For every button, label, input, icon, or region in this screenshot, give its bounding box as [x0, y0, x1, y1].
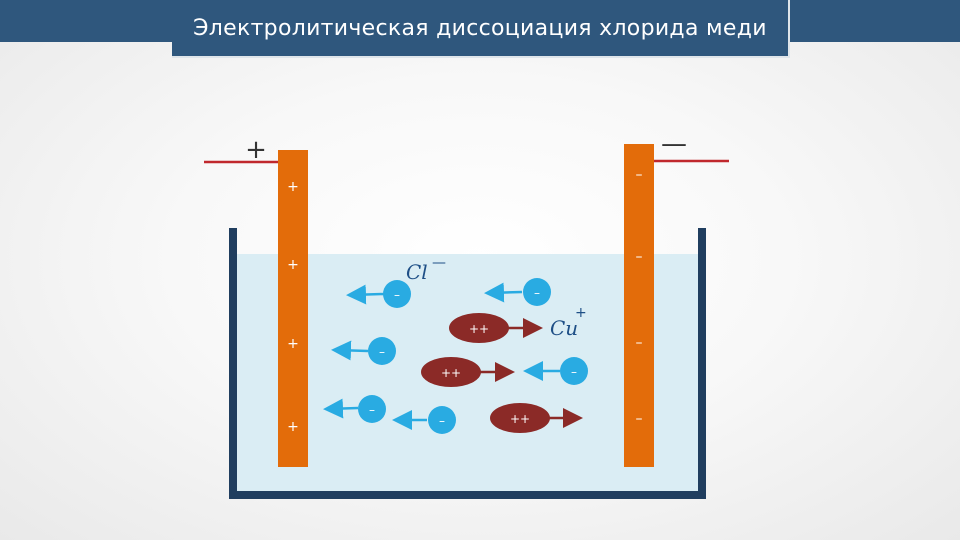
cathode-mark: – — [636, 335, 643, 351]
svg-text:–: – — [571, 365, 577, 379]
svg-text:–: – — [439, 414, 445, 428]
svg-text:++: ++ — [469, 322, 489, 336]
svg-text:–: – — [394, 288, 400, 302]
cathode-mark: – — [636, 249, 643, 265]
title-box: Электролитическая диссоциация хлорида ме… — [172, 0, 790, 58]
cation: ++ — [490, 403, 583, 433]
svg-text:–: – — [379, 345, 385, 359]
anion: – — [346, 280, 411, 308]
anion: – — [523, 357, 588, 385]
anion: – — [484, 278, 551, 306]
page-title: Электролитическая диссоциация хлорида ме… — [193, 15, 767, 41]
anion: – — [331, 337, 396, 365]
anode-mark: + — [287, 336, 299, 352]
copper-charge: + — [575, 305, 587, 321]
svg-text:++: ++ — [441, 366, 461, 380]
copper-symbol: Cu — [550, 316, 578, 340]
anion: – — [392, 406, 456, 434]
anode-electrode — [278, 150, 308, 467]
cation: ++ — [449, 313, 543, 343]
cathode-electrode — [624, 144, 654, 467]
vessel-bottom — [229, 491, 706, 499]
anode-terminal-sign: + — [245, 135, 267, 165]
anode-mark: + — [287, 179, 299, 195]
svg-text:–: – — [369, 403, 375, 417]
anode-mark: + — [287, 257, 299, 273]
chloride-label: Cl — — [406, 255, 446, 284]
cathode-mark: – — [636, 167, 643, 183]
vessel-left-wall — [229, 228, 237, 499]
cation: ++ — [421, 357, 515, 387]
anode-mark: + — [287, 419, 299, 435]
svg-text:–: – — [534, 286, 540, 300]
cathode-mark: – — [636, 411, 643, 427]
vessel-right-wall — [698, 228, 706, 499]
chloride-charge: — — [432, 255, 446, 271]
cathode-terminal-sign: — — [661, 129, 687, 159]
chloride-symbol: Cl — [406, 260, 428, 284]
copper-label: Cu + — [550, 305, 587, 340]
anion: – — [323, 395, 386, 423]
svg-text:++: ++ — [510, 412, 530, 426]
